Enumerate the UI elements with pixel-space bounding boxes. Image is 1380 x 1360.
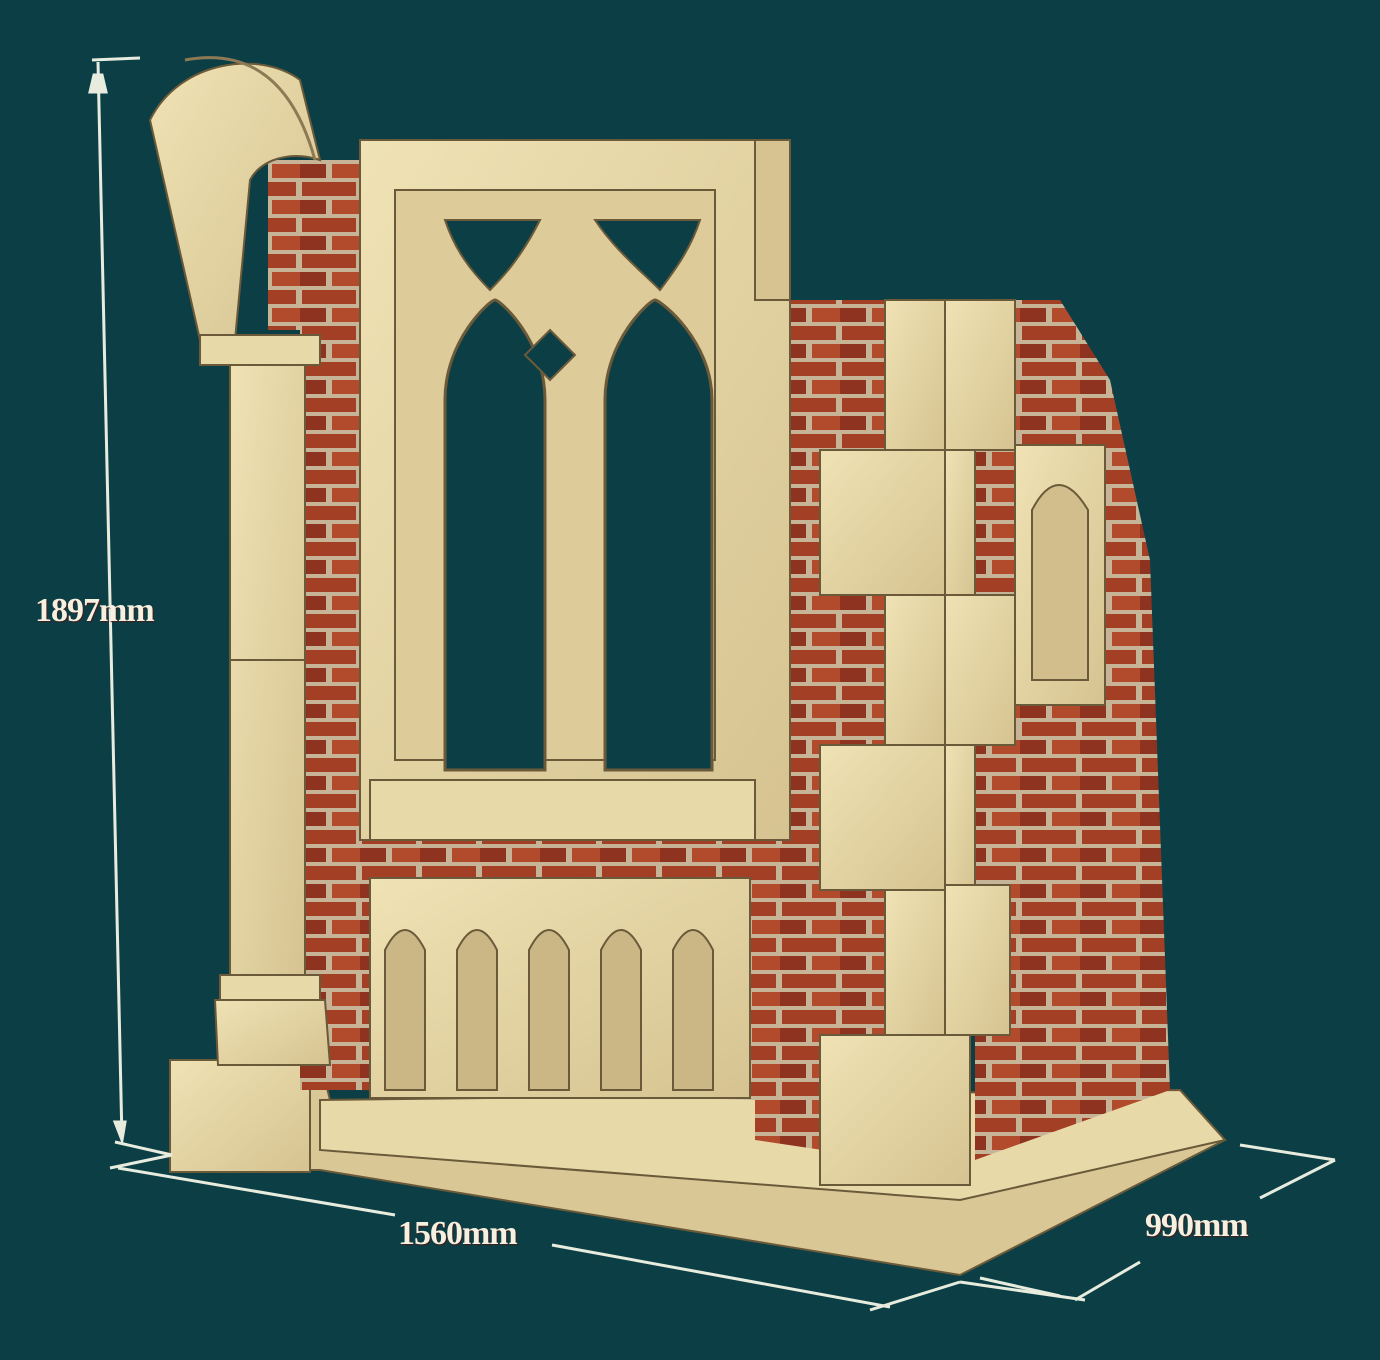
blind-arcade: [369, 877, 751, 1099]
depth-dimension-label: 990mm: [1145, 1207, 1249, 1244]
stone-quoins: [819, 299, 1016, 1186]
width-dimension-label: 1560mm: [398, 1215, 518, 1252]
height-dimension-label: 1897mm: [35, 592, 155, 629]
dimension-lines: [88, 56, 1336, 1312]
tracery-window: [359, 139, 791, 841]
side-niche: [1014, 444, 1106, 706]
arch-column: [148, 56, 332, 1066]
